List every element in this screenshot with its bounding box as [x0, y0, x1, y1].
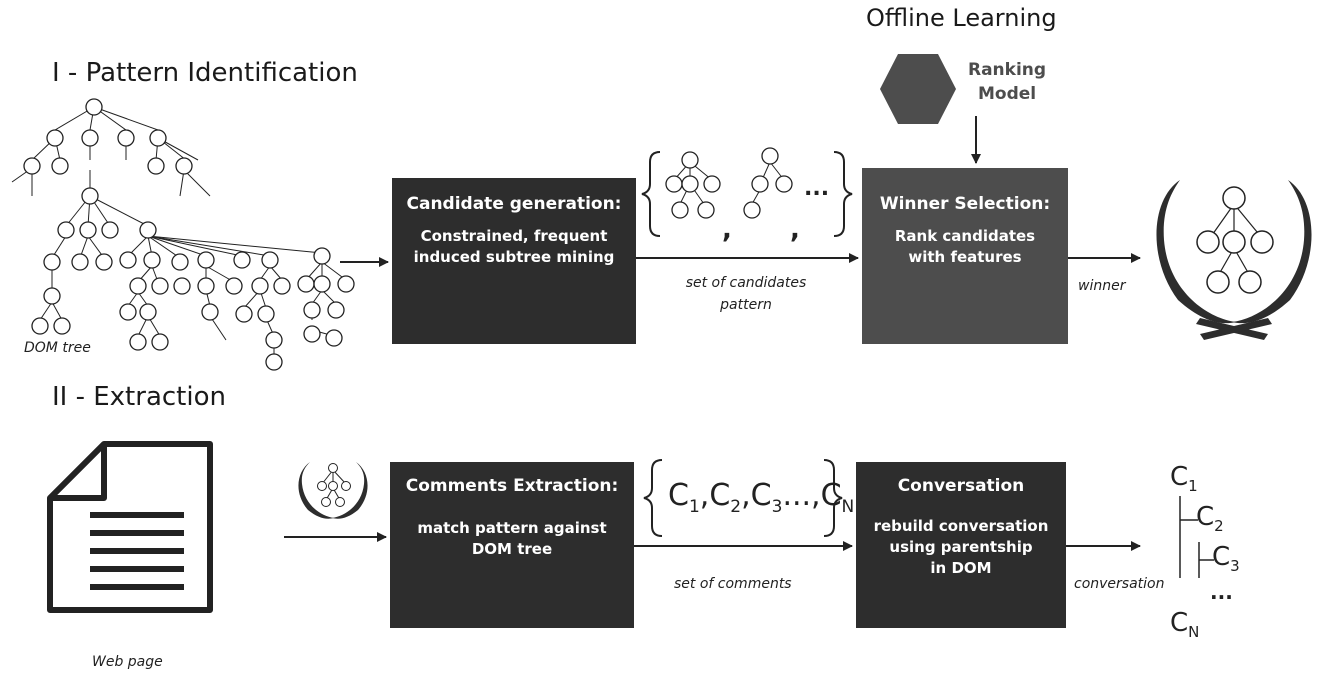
winner-selection-line1: Rank candidates: [894, 227, 1036, 245]
comments-extraction-line2: DOM tree: [471, 540, 553, 558]
small-tree-icon: [317, 463, 351, 507]
web-page-caption: Web page: [92, 654, 163, 670]
tree-c1-letter: C: [1170, 462, 1189, 492]
tree-c1-subscript: 1: [1188, 477, 1198, 496]
tree-c1: C1: [1170, 462, 1198, 495]
tree-cn: CN: [1170, 608, 1199, 641]
candidate-generation-title: Candidate generation:: [406, 194, 622, 214]
cn-letter: C: [820, 478, 842, 513]
candidate-tree-2-icon: [743, 147, 793, 219]
c2-letter: C: [709, 478, 731, 513]
laurel-wreath-icon: [1156, 180, 1312, 340]
comments-arrow-label: set of comments: [674, 576, 792, 592]
c1-subscript: 1: [688, 497, 700, 517]
tree-c2: C2: [1196, 502, 1224, 535]
candidate-generation-box: Candidate generation: Constrained, frequ…: [392, 178, 636, 344]
conversation-title: Conversation: [897, 476, 1025, 496]
comments-set: C1,C2,C3...,CN: [668, 478, 855, 517]
ranking-model-label-line1: Ranking: [968, 60, 1047, 80]
conversation-line1: rebuild conversation: [873, 517, 1049, 535]
comma-2: ,: [790, 215, 800, 245]
section-title-pattern-identification: I - Pattern Identification: [52, 58, 358, 88]
candidates-arrow-label-line2: pattern: [720, 297, 772, 313]
conversation-arrow-label: conversation: [1074, 576, 1165, 592]
candidate-generation-line1: Constrained, frequent: [420, 227, 608, 245]
section-title-extraction: II - Extraction: [52, 382, 226, 412]
document-icon: [47, 441, 213, 613]
ranking-model-label: Ranking Model: [968, 58, 1046, 106]
tree-c2-subscript: 2: [1214, 517, 1224, 536]
candidates-arrow-label: set of candidates pattern: [656, 272, 836, 316]
comments-extraction-line1: match pattern against: [417, 519, 607, 537]
candidate-tree-1-icon: [665, 151, 721, 219]
hexagon-icon: [880, 54, 956, 124]
conversation-line3: in DOM: [930, 559, 992, 577]
tree-c3-letter: C: [1212, 542, 1231, 572]
winner-selection-title: Winner Selection:: [879, 194, 1051, 214]
winner-tree-icon: [1196, 186, 1274, 294]
winner-selection-box: Winner Selection: Rank candidates with f…: [862, 168, 1068, 344]
candidates-arrow-label-line1: set of candidates: [685, 275, 807, 291]
c3-subscript: 3: [771, 497, 783, 517]
offline-learning-title: Offline Learning: [866, 4, 1057, 32]
ranking-model-label-line2: Model: [977, 84, 1037, 104]
dom-tree-icon: [11, 98, 355, 371]
tree-c3: C3: [1212, 542, 1240, 575]
tree-c2-letter: C: [1196, 502, 1215, 532]
candidate-set-ellipsis: ...: [804, 176, 830, 201]
c2-subscript: 2: [730, 497, 742, 517]
comments-dots: ...: [782, 478, 812, 513]
winner-selection-line2: with features: [908, 248, 1022, 266]
c3-letter: C: [750, 478, 772, 513]
comments-extraction-box: Comments Extraction: match pattern again…: [390, 462, 634, 628]
comments-set-braces-icon: [643, 459, 843, 537]
c1-letter: C: [668, 478, 689, 513]
comma-1: ,: [722, 215, 732, 245]
tree-cn-letter: C: [1170, 608, 1189, 638]
conversation-tree-icon: [1179, 496, 1214, 578]
candidate-set-icon: [641, 151, 853, 237]
tree-cn-subscript: N: [1188, 623, 1200, 642]
comments-extraction-title: Comments Extraction:: [405, 476, 619, 496]
candidate-generation-line2: induced subtree mining: [413, 248, 615, 266]
dom-tree-caption: DOM tree: [24, 340, 91, 356]
small-laurel-wreath-icon: [298, 462, 368, 519]
tree-c3-subscript: 3: [1230, 557, 1240, 576]
tree-dots: ...: [1210, 580, 1233, 604]
winner-arrow-label: winner: [1078, 278, 1126, 294]
conversation-box: Conversation rebuild conversation using …: [856, 462, 1066, 628]
conversation-line2: using parentship: [889, 538, 1033, 556]
cn-subscript: N: [841, 497, 855, 517]
